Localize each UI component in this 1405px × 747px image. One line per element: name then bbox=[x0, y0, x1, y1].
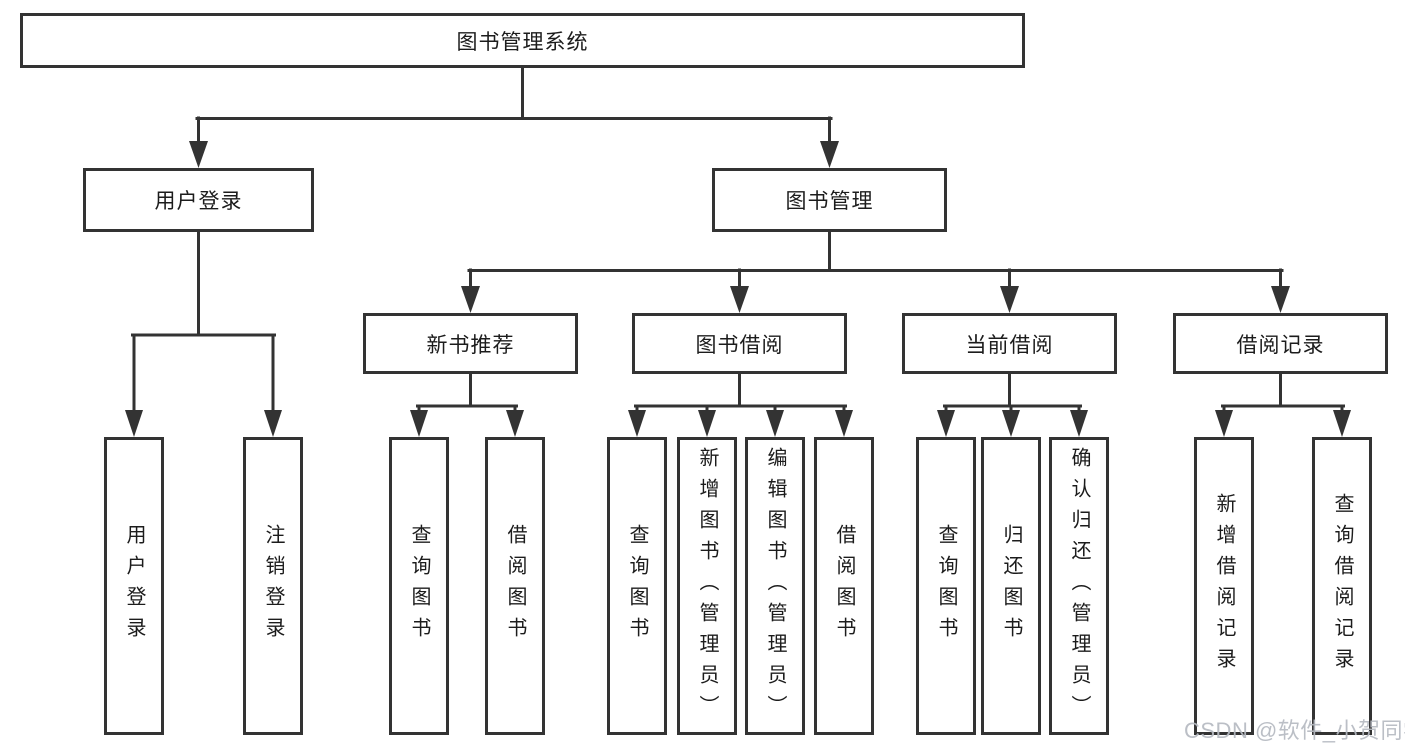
arrowheads bbox=[125, 141, 1351, 437]
node-root-label: 图书管理系统 bbox=[456, 30, 589, 54]
leaf-query-books-3-label: 查询图书 bbox=[935, 524, 957, 648]
leaf-borrow-books-1: 借阅图书 bbox=[485, 437, 545, 735]
leaf-borrow-books-2: 借阅图书 bbox=[814, 437, 874, 735]
leaf-return-book-label: 归还图书 bbox=[1000, 524, 1022, 648]
node-user-login: 用户登录 bbox=[83, 168, 314, 232]
leaf-user-login-label: 用户登录 bbox=[123, 524, 145, 648]
leaf-borrow-books-1-label: 借阅图书 bbox=[504, 524, 526, 648]
node-root: 图书管理系统 bbox=[20, 13, 1025, 68]
leaf-add-borrow-record: 新增借阅记录 bbox=[1194, 437, 1254, 735]
leaf-edit-book-admin: 编辑图书（管理员） bbox=[745, 437, 805, 735]
node-book-borrowing: 图书借阅 bbox=[632, 313, 847, 374]
leaf-confirm-return-admin-label: 确认归还（管理员） bbox=[1068, 446, 1090, 726]
leaf-logout-label: 注销登录 bbox=[262, 524, 284, 648]
leaf-query-books-2-label: 查询图书 bbox=[626, 524, 648, 648]
leaf-query-borrow-record: 查询借阅记录 bbox=[1312, 437, 1372, 735]
node-user-login-label: 用户登录 bbox=[154, 190, 243, 213]
leaf-confirm-return-admin: 确认归还（管理员） bbox=[1049, 437, 1109, 735]
node-book-management: 图书管理 bbox=[712, 168, 947, 232]
node-current-borrowing: 当前借阅 bbox=[902, 313, 1117, 374]
leaf-query-borrow-record-label: 查询借阅记录 bbox=[1331, 493, 1353, 679]
leaf-query-books-1-label: 查询图书 bbox=[408, 524, 430, 648]
node-book-management-label: 图书管理 bbox=[785, 190, 874, 213]
node-new-book-recommend: 新书推荐 bbox=[363, 313, 578, 374]
leaf-return-book: 归还图书 bbox=[981, 437, 1041, 735]
node-book-borrowing-label: 图书借阅 bbox=[695, 333, 784, 357]
leaf-edit-book-admin-label: 编辑图书（管理员） bbox=[764, 446, 786, 726]
node-borrow-records: 借阅记录 bbox=[1173, 313, 1388, 374]
leaf-user-login: 用户登录 bbox=[104, 437, 164, 735]
leaf-add-book-admin: 新增图书（管理员） bbox=[677, 437, 737, 735]
leaf-add-book-admin-label: 新增图书（管理员） bbox=[696, 446, 718, 726]
leaf-borrow-books-2-label: 借阅图书 bbox=[833, 524, 855, 648]
node-current-borrowing-label: 当前借阅 bbox=[965, 333, 1054, 357]
node-new-book-recommend-label: 新书推荐 bbox=[426, 333, 515, 357]
csdn-watermark: CSDN @软件_小贺同学 bbox=[1184, 718, 1405, 743]
node-borrow-records-label: 借阅记录 bbox=[1236, 333, 1325, 357]
leaf-query-books-1: 查询图书 bbox=[389, 437, 449, 735]
leaf-query-books-3: 查询图书 bbox=[916, 437, 976, 735]
leaf-logout: 注销登录 bbox=[243, 437, 303, 735]
leaf-query-books-2: 查询图书 bbox=[607, 437, 667, 735]
leaf-add-borrow-record-label: 新增借阅记录 bbox=[1213, 493, 1235, 679]
